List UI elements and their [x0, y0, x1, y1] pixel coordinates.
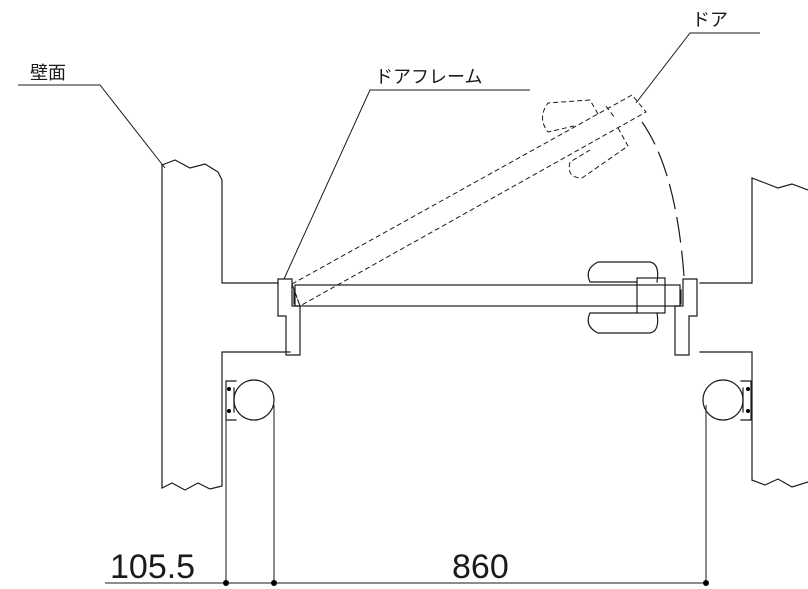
left-door-frame — [277, 278, 301, 356]
dimension-opening-width: 860 — [452, 548, 509, 586]
door-leaf-open — [291, 94, 647, 307]
dimension-left-offset: 105.5 — [110, 548, 195, 586]
wall-leader — [18, 84, 166, 169]
right-door-frame — [674, 278, 698, 356]
door-frame-leader — [283, 89, 530, 280]
door-frame-label: ドアフレーム — [375, 67, 482, 88]
left-wall — [161, 159, 291, 491]
door-leaf-closed — [294, 261, 681, 334]
wall-label: 壁面 — [30, 63, 66, 84]
right-pipe — [702, 379, 752, 421]
door-swing-arc — [641, 121, 685, 277]
door-label: ドア — [692, 10, 728, 31]
dimension-lines — [105, 405, 709, 586]
right-wall — [699, 177, 808, 488]
door-leader — [635, 32, 760, 104]
left-pipe — [225, 379, 275, 421]
